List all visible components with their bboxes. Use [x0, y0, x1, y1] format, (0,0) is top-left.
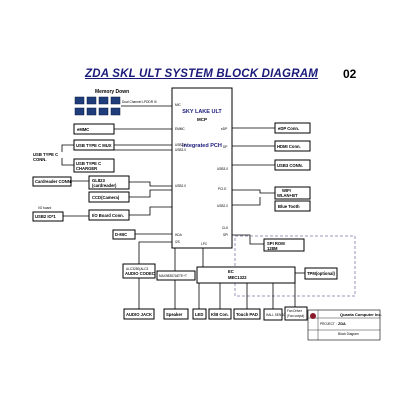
fan-driver-label-1: Fan Driver: [287, 309, 303, 313]
bluetooth-label: Blue Tooth: [278, 204, 300, 209]
wifi-label-2: WLAN+BT: [277, 193, 298, 198]
led-label: LED: [195, 312, 203, 317]
sheet-name: Block Diagram: [338, 332, 359, 336]
pin-dp: DP: [223, 145, 227, 149]
cpu-name: SKY LAKE ULT: [182, 109, 222, 115]
quanta-logo-icon: [310, 313, 316, 319]
speaker-block: [163, 308, 189, 320]
cpu-subtitle: MCP: [197, 117, 207, 122]
audio-jack-label: AUDIO JACK: [126, 312, 152, 317]
cardreader-conn-label: Cardreader CONN.: [35, 179, 72, 184]
gl823-label-1: GL823: [92, 178, 105, 183]
led-block: [192, 308, 207, 320]
memory-bus-label: Dual Channel LPDDR III: [122, 100, 157, 104]
usb2-io-label: USB2 IO*1: [35, 214, 56, 219]
usb-charger-label-1: USB TYPE C: [76, 161, 101, 166]
spi-rom-label-2: 128M: [267, 246, 278, 251]
touchpad-label: Touch PAD: [236, 312, 258, 317]
pin-hda: HDA: [175, 233, 183, 237]
ccd-label: CCD(Camera): [92, 195, 120, 200]
amp-label: MAX98357AETE+T: [159, 274, 187, 278]
usb3-label: USB3 CONN.: [277, 163, 303, 168]
company-name: Quanta Computer Inc.: [340, 312, 382, 317]
edp-label: eDP Conn.: [278, 126, 299, 131]
memory-label: Memory Down: [95, 89, 129, 95]
cpu-block: [171, 87, 233, 249]
bluetooth-block: [274, 200, 311, 212]
ec-label-1: EC: [228, 269, 234, 274]
pin-spi: SPI: [223, 233, 228, 237]
usb-mux-label: USB TYPE C MUX: [76, 143, 112, 148]
tpm-block: [304, 267, 338, 280]
usb-conn-label-2: CONN.: [33, 157, 47, 162]
usb2-io-block: [32, 211, 64, 222]
project-name: ZDA: [338, 322, 346, 326]
dmic-label: D-MIC: [115, 232, 127, 237]
page-number: 02: [343, 67, 357, 81]
memory-chips: [74, 96, 121, 116]
pin-i2s: I2S: [175, 240, 180, 244]
page-title: ZDA SKL ULT SYSTEM BLOCK DIAGRAM: [85, 68, 318, 80]
speaker-label: Speaker: [166, 312, 183, 317]
usb-charger-label-2: CHARGER: [76, 166, 97, 171]
cardreader-conn-block: [32, 176, 72, 187]
pin-usb2: USB2.0: [175, 143, 186, 147]
project-label: PROJECT :: [320, 322, 337, 326]
hall-sensor-label: HALL SENSOR: [266, 313, 289, 317]
audio-codec-label-1: ALC3250(ALC3: [126, 267, 149, 271]
pin-emmc: EMMC: [175, 127, 185, 131]
kb-label: K/B Con.: [211, 312, 229, 317]
pch-label: Integrated PCH: [182, 143, 222, 149]
audio-jack-block: [123, 308, 155, 320]
ec-block: [196, 266, 296, 284]
pin-mic: MIC: [175, 103, 182, 107]
gl823-label-2: (cardreader): [92, 183, 117, 188]
title-block: Quanta Computer Inc. PROJECT : ZDA Block…: [307, 309, 382, 341]
io-board-label: I/O board: [38, 206, 52, 210]
spi-rom-label-1: SPI ROM: [267, 241, 285, 246]
pin-usb3-left: USB3.0: [175, 148, 186, 152]
pin-pcie: PCI-E: [218, 187, 227, 191]
pin-lpc: LPC: [201, 242, 208, 246]
spi-rom-block: [263, 238, 305, 252]
pin-usb2-right: USB2.0: [217, 204, 228, 208]
io-board-conn-label: I/O Board Conn.: [92, 213, 124, 218]
amp-block: [156, 270, 196, 281]
hdmi-label: HDMI Conn.: [277, 144, 301, 149]
pin-usb2-b: USB2.0: [175, 184, 186, 188]
pin-clk: CLK: [222, 226, 229, 230]
emmc-label: eMMC: [77, 127, 89, 132]
fan-driver-block: [284, 306, 308, 321]
tpm-label: TPM(optional): [307, 271, 336, 276]
pin-edp: eDP: [221, 127, 227, 131]
gl823-block: [88, 175, 130, 190]
usb-charger-block: [73, 158, 115, 173]
ec-label-2: MEC1322: [228, 275, 247, 280]
dmic-block: [112, 229, 136, 240]
usb-conn-label-1: USB TYPE C: [33, 152, 58, 157]
audio-codec-label-2: AUDIO CODEC: [125, 271, 155, 276]
pin-usb3-right: USB3.0: [217, 167, 228, 171]
wifi-label-1: WIFI: [282, 188, 291, 193]
fan-driver-label-2: (Fan output): [287, 314, 304, 318]
